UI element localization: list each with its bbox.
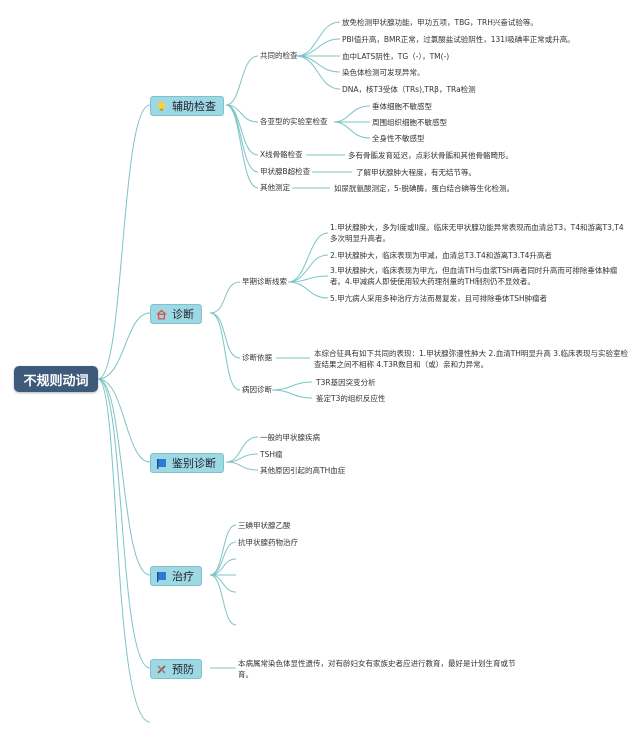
leaf-item[interactable]: 一般的甲状腺疾病 bbox=[260, 433, 320, 442]
root-topic[interactable]: 不规则动词 bbox=[14, 366, 98, 392]
leaf-item[interactable]: 全身性不敏感型 bbox=[372, 134, 425, 143]
subtopic-diagnostic-basis[interactable]: 诊断依据 bbox=[242, 353, 272, 362]
topic-label: 治疗 bbox=[172, 570, 194, 583]
leaf-item[interactable]: 周围组织细胞不敏感型 bbox=[372, 118, 447, 127]
topic-differential-diagnosis[interactable]: 鉴别诊断 bbox=[150, 453, 224, 473]
leaf-item[interactable]: 血中LATS阴性，TG（-），TM(-) bbox=[342, 52, 450, 61]
subtopic-etiology[interactable]: 病因诊断 bbox=[242, 385, 272, 394]
leaf-item[interactable]: 3.甲状腺肿大，临床表现为甲亢，但血清TH与血浆TSH两者同时升高而可排除垂体肿… bbox=[330, 266, 618, 286]
leaf-item[interactable]: 了解甲状腺肿大程度，有无结节等。 bbox=[356, 168, 476, 177]
lightbulb-icon bbox=[156, 101, 167, 112]
leaf-item[interactable]: 1.甲状腺肿大，多为I度或II度。临床无甲状腺功能异常表现而血清总T3，T4和游… bbox=[330, 223, 624, 243]
leaf-item[interactable]: 如尿胱氨酸测定，5-脱碘酶，蛋白结合碘等生化检测。 bbox=[334, 184, 514, 193]
leaf-item[interactable]: T3R基因突变分析 bbox=[316, 378, 376, 387]
leaf-item[interactable]: TSH瘤 bbox=[260, 450, 283, 459]
topic-label: 鉴别诊断 bbox=[172, 457, 216, 470]
leaf-item[interactable]: 放免检测甲状腺功能，甲功五项，TBG，TRH兴奋试验等。 bbox=[342, 18, 538, 27]
leaf-item[interactable]: 多有骨骺发育延迟，点彩状骨骺和其他骨骼畸形。 bbox=[348, 151, 513, 160]
leaf-item[interactable]: 垂体细胞不敏感型 bbox=[372, 102, 432, 111]
leaf-item[interactable]: PBI值升高，BMR正常，过氯酸盐试验阴性，131I吸碘率正常或升高。 bbox=[342, 35, 575, 44]
subtopic-ultrasound[interactable]: 甲状腺B超检查 bbox=[260, 167, 311, 176]
topic-label: 辅助检查 bbox=[172, 100, 216, 113]
flag-icon bbox=[156, 571, 167, 582]
subtopic-subtype-lab[interactable]: 各亚型的实验室检查 bbox=[260, 117, 328, 126]
root-title: 不规则动词 bbox=[23, 373, 89, 389]
tools-icon bbox=[156, 664, 167, 675]
leaf-item[interactable]: 2.甲状腺肿大，临床表现为甲减，血清总T3.T4和游离T3.T4升高者 bbox=[330, 251, 552, 260]
topic-diagnosis[interactable]: 诊断 bbox=[150, 304, 202, 324]
leaf-item[interactable]: 鉴定T3的组织反应性 bbox=[316, 394, 386, 403]
leaf-item[interactable]: 三碘甲状腺乙酸 bbox=[238, 521, 291, 530]
leaf-item[interactable]: 其他原因引起的高TH血症 bbox=[260, 466, 346, 475]
topic-prevention[interactable]: 预防 bbox=[150, 659, 202, 679]
leaf-item[interactable]: 染色体检测可发现异常。 bbox=[342, 68, 425, 77]
leaf-item[interactable]: 本综合征具有如下共同的表现：1.甲状腺弥漫性肿大 2.血清TH明显升高 3.临床… bbox=[314, 349, 628, 369]
leaf-item[interactable]: 本病属常染色体显性遗传，对有龄妇女有家族史者应进行教育，最好是计划生育或节育。 bbox=[238, 659, 516, 679]
flag-icon bbox=[156, 458, 167, 469]
topic-label: 诊断 bbox=[172, 308, 194, 321]
leaf-item[interactable]: 抗甲状腺药物治疗 bbox=[238, 538, 298, 547]
home-icon bbox=[156, 309, 167, 320]
subtopic-xray[interactable]: X线骨骼检查 bbox=[260, 150, 303, 159]
subtopic-other-tests[interactable]: 其他测定 bbox=[260, 183, 290, 192]
leaf-item[interactable]: 5.甲亢病人采用多种治疗方法而易复发，且可排除垂体TSH肿瘤者 bbox=[330, 294, 548, 303]
topic-label: 预防 bbox=[172, 663, 194, 676]
topic-treatment[interactable]: 治疗 bbox=[150, 566, 202, 586]
leaf-item[interactable]: DNA，核T3受体（TRs),TRβ，TRa检测 bbox=[342, 85, 476, 94]
topic-auxiliary-exam[interactable]: 辅助检查 bbox=[150, 96, 224, 116]
subtopic-common-tests[interactable]: 共同的检查 bbox=[260, 51, 298, 60]
subtopic-early-clues[interactable]: 早期诊断线索 bbox=[242, 277, 287, 286]
